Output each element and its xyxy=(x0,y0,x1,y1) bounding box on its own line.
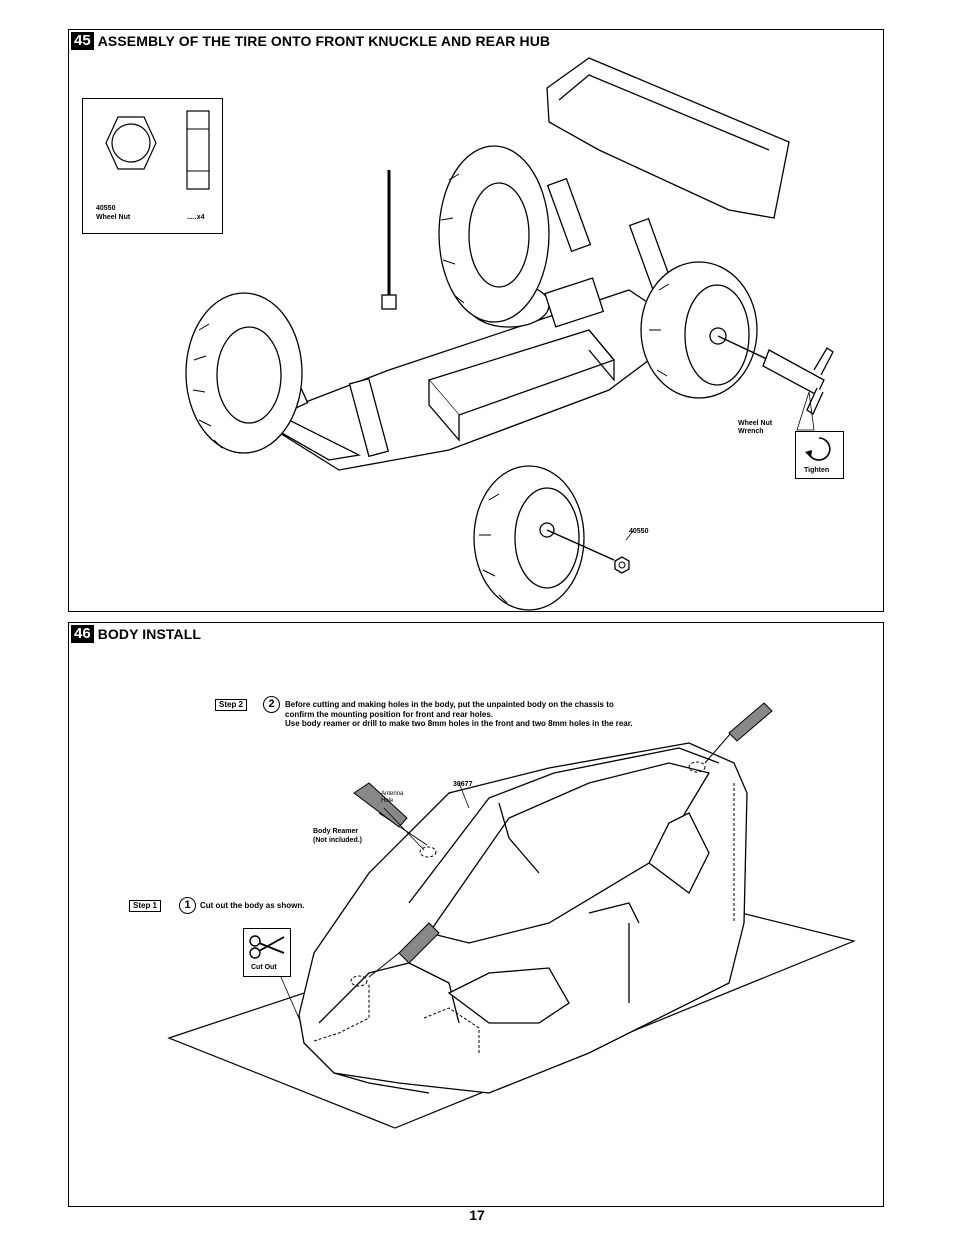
page-number: 17 xyxy=(469,1207,485,1223)
step-46-number: 46 xyxy=(71,625,94,643)
cut-out-box: Cut Out xyxy=(243,928,291,977)
step-1-tag: Step 1 xyxy=(129,900,162,912)
cut-out-label: Cut Out xyxy=(251,964,277,971)
step-46-header: 46 BODY INSTALL xyxy=(71,625,201,643)
buggy-assembly-illustration xyxy=(185,57,834,611)
rear-wing xyxy=(546,57,790,219)
step-2-tag: Step 2 xyxy=(215,699,248,711)
step-2-instructions: Before cutting and making holes in the b… xyxy=(285,700,633,728)
scissors-icon xyxy=(249,935,285,959)
parts-box-part-no: 40550 xyxy=(96,205,116,212)
wheel-nut-front xyxy=(614,556,630,574)
step-46-panel: 46 BODY INSTALL Step 2 2 Before cutting … xyxy=(68,622,884,1207)
body-reamer-icon xyxy=(353,702,773,978)
body-reamer-label: Body Reamer (Not included.) xyxy=(313,828,362,844)
tighten-label: Tighten xyxy=(804,467,830,474)
nut-callout-label: 40550 xyxy=(629,528,649,535)
step-45-title: ASSEMBLY OF THE TIRE ONTO FRONT KNUCKLE … xyxy=(97,33,551,49)
wrench-label-text: Wheel Nut Wrench xyxy=(738,420,773,435)
parts-box-qty: .....x4 xyxy=(187,214,205,221)
parts-box: 40550 Wheel Nut .....x4 xyxy=(82,98,223,234)
antenna-hole-label: Antenna Hole xyxy=(381,791,404,804)
wheel-nut-wrench-icon xyxy=(762,347,834,415)
wrench-label: Wheel Nut Wrench xyxy=(738,420,772,436)
step-1-instructions: Cut out the body as shown. xyxy=(200,901,305,910)
step-46-title: BODY INSTALL xyxy=(97,626,202,642)
body-shell-illustration xyxy=(167,702,856,1129)
hex-nut-icon xyxy=(105,110,210,190)
tighten-box: Tighten xyxy=(795,431,844,479)
step-2-circle-number: 2 xyxy=(263,696,280,713)
parts-box-part-name: Wheel Nut xyxy=(96,214,131,221)
step-1-circle-number: 1 xyxy=(179,897,196,914)
step-45-panel: 45 ASSEMBLY OF THE TIRE ONTO FRONT KNUCK… xyxy=(68,29,884,612)
step-45-number: 45 xyxy=(71,32,94,50)
step-45-header: 45 ASSEMBLY OF THE TIRE ONTO FRONT KNUCK… xyxy=(71,32,550,50)
body-part-number: 30677 xyxy=(453,781,473,788)
tighten-rotate-icon xyxy=(805,437,831,461)
